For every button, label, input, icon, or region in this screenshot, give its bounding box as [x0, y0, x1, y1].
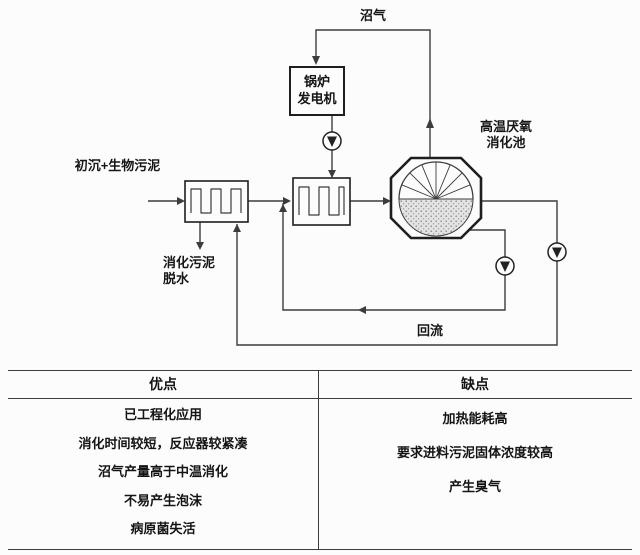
arrow-down-into-boiler-icon — [312, 56, 320, 65]
advantage-item: 不易产生泡沫 — [123, 492, 202, 508]
table-column-divider — [318, 370, 319, 550]
boiler-label-line2: 发电机 — [297, 91, 337, 106]
disadvantages-column: 加热能耗高 要求进料污泥固体浓度较高 产生臭气 — [318, 401, 632, 503]
biogas-pipe — [315, 29, 431, 160]
advantage-item: 已工程化应用 — [123, 407, 202, 422]
biogas-label: 沼气 — [359, 8, 386, 23]
disadvantages-header: 缺点 — [461, 376, 489, 392]
table-top-border — [8, 370, 632, 371]
table-bottom-border — [8, 549, 632, 550]
recirculation-pipe — [282, 203, 506, 311]
disadvantage-item: 要求进料污泥固体浓度较高 — [396, 445, 553, 460]
dewatering-label-line1: 消化污泥 — [163, 255, 216, 270]
advantage-item: 沼气产量高于中温消化 — [97, 464, 228, 479]
disadvantage-item: 产生臭气 — [448, 479, 501, 494]
boiler-generator-box: 锅炉 发电机 — [289, 66, 345, 116]
arrow-down-dewatering-icon — [196, 242, 204, 250]
arrow-up-recirculation-icon — [279, 204, 287, 212]
heat-exchanger-coil — [190, 188, 242, 214]
table-header-border — [8, 398, 632, 399]
advantage-item: 病原菌失活 — [130, 521, 196, 536]
disadvantage-item: 加热能耗高 — [442, 411, 508, 426]
pump-icon — [322, 131, 342, 151]
advantage-item: 消化时间较短，反应器较紧凑 — [78, 435, 248, 451]
heat-exchanger-1 — [184, 180, 249, 223]
arrow-up-biogas-icon — [426, 118, 434, 128]
dewatering-label: 消化污泥 脱水 — [163, 255, 215, 288]
dewatering-label-line2: 脱水 — [163, 271, 190, 287]
advantages-column: 已工程化应用 消化时间较短，反应器较紧凑 沼气产量高于中温消化 不易产生泡沫 病… — [8, 401, 318, 544]
pump-icon — [495, 256, 515, 276]
digester-label: 高温厌氧 消化池 — [460, 119, 552, 152]
digester-tank — [389, 156, 483, 240]
arrow-right-into-hx1-icon — [177, 197, 185, 205]
arrow-right-into-digester-icon — [383, 197, 391, 205]
feed-label: 初沉+生物污泥 — [74, 158, 161, 173]
dome-spokes — [399, 162, 473, 200]
heat-exchanger-2 — [292, 177, 351, 226]
process-flow-diagram — [148, 29, 567, 346]
advantages-header: 优点 — [149, 376, 177, 392]
digester-label-line1: 高温厌氧 — [479, 119, 532, 134]
arrow-left-recirculation-icon — [358, 306, 366, 314]
digested-sludge-pipe — [236, 200, 558, 346]
digester-label-line2: 消化池 — [486, 135, 526, 151]
boiler-label-line1: 锅炉 — [303, 74, 330, 90]
heat-exchanger-coil — [298, 186, 345, 216]
arrow-up-into-hx1-icon — [233, 224, 241, 232]
arrow-right-into-hx2-icon — [283, 197, 291, 205]
reflux-label: 回流 — [416, 323, 443, 338]
arrow-down-into-hx2-icon — [328, 170, 336, 178]
pump-icon — [547, 242, 567, 262]
